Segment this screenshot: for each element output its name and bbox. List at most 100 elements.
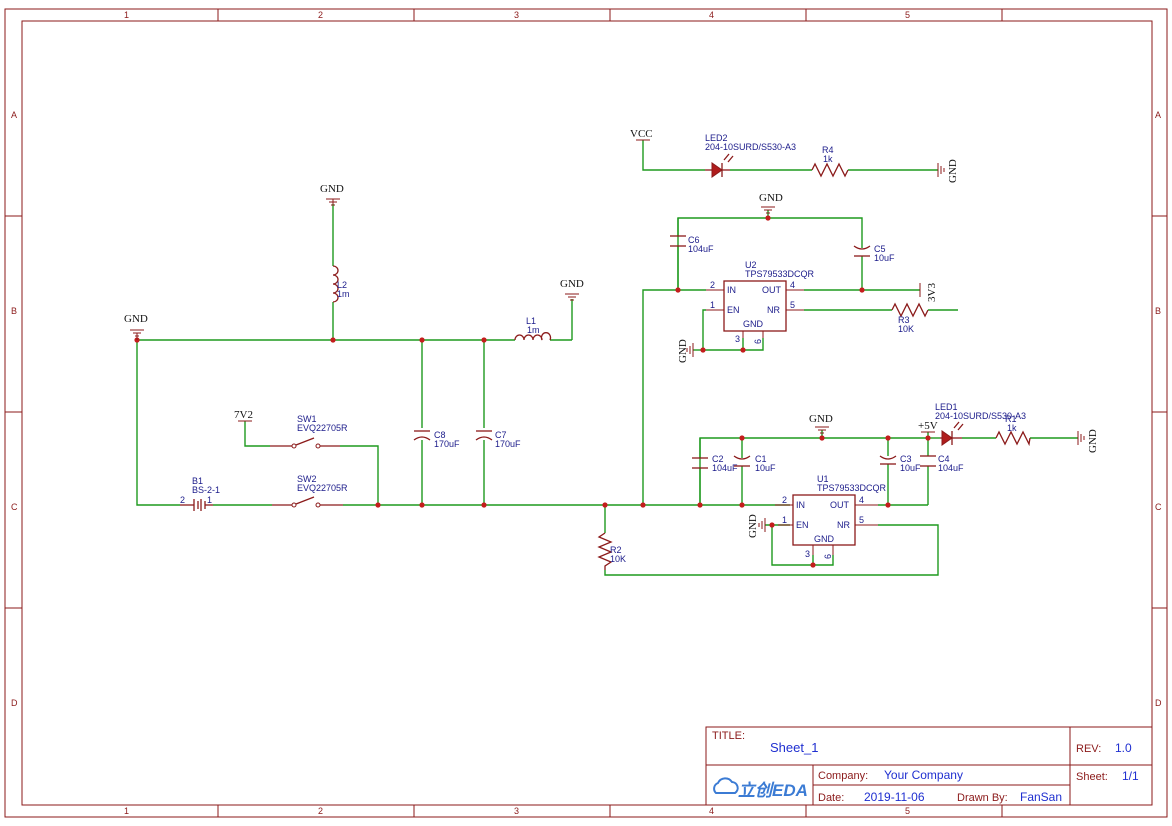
u2-pinnum: 5 [790,300,795,310]
junction [419,502,425,508]
row-label: D [1155,698,1162,708]
junction [602,502,608,508]
led2-ref: LED2 [705,133,728,143]
u2-pin-in: IN [727,285,736,295]
col-label: 5 [905,806,910,816]
sw2-ref: SW2 [297,474,317,484]
v5-symbol: +5V [918,420,938,433]
row-labels-right: A B C D [1155,110,1162,708]
row-label: C [11,502,18,512]
c6-ref: C6 [688,235,700,245]
r3[interactable]: R3 10K [891,302,929,334]
c1-value: 10uF [755,463,776,473]
row-label: A [11,110,17,120]
col-label: 4 [709,806,714,816]
l2[interactable]: L2 1m [332,265,350,303]
l2-ref: L2 [337,280,347,290]
row-label: B [11,306,17,316]
net-label-5v: +5V [918,420,938,432]
row-label: B [1155,306,1161,316]
r4-ref: R4 [822,145,834,155]
junction [330,337,336,343]
net-label-gnd: GND [124,313,148,325]
u1-regulator[interactable]: U1 TPS79533DCQR IN EN OUT NR GND 2 1 4 5… [775,474,887,559]
junction [925,435,931,441]
gnd-symbol-u2-top: GND [759,192,783,214]
company-value: Your Company [884,768,963,782]
u1-pinnum: 5 [859,515,864,525]
u1-pinnum: 2 [782,495,787,505]
net-label-gnd: GND [947,159,959,183]
u2-regulator[interactable]: U2 TPS79533DCQR IN EN OUT NR GND 2 1 4 5… [706,260,815,344]
sheet-value: 1/1 [1122,769,1139,783]
u2-pinnum: 2 [710,280,715,290]
gnd-symbol-left: GND [124,313,148,340]
junction [885,435,891,441]
sw2[interactable]: SW2 EVQ22705R [272,474,348,508]
c1[interactable]: C1 10uF [733,454,776,473]
junction [810,562,816,568]
sw2-value: EVQ22705R [297,483,348,493]
net-label-3v3: 3V3 [926,283,938,302]
title-label: TITLE: [712,730,745,742]
junction [375,502,381,508]
led2-value: 204-10SURD/S530-A3 [705,142,796,152]
u2-pinnum: 1 [710,300,715,310]
junction [481,502,487,508]
led1[interactable]: LED1 204-10SURD/S530-A3 [935,402,1026,446]
r4[interactable]: R4 1k [811,145,849,178]
sheet-frame [4,8,1168,818]
junction [769,522,775,528]
c5[interactable]: C5 10uF [853,244,895,263]
sw1[interactable]: SW1 EVQ22705R [270,414,348,449]
c8[interactable]: C8 170uF [413,430,460,449]
u2-pinnum: 4 [790,280,795,290]
r2[interactable]: R2 10K [597,532,626,570]
junction [765,215,771,221]
u1-pinnum: 1 [782,515,787,525]
b1[interactable]: B1 BS-2-1 2 1 [180,476,220,511]
col-label: 2 [318,10,323,20]
c3[interactable]: C3 10uF [879,454,921,473]
led2[interactable]: LED2 204-10SURD/S530-A3 [705,133,796,178]
c6[interactable]: C6 104uF [670,235,714,254]
c8-value: 170uF [434,439,460,449]
v3v3-symbol: 3V3 [919,283,938,302]
r1-value: 1k [1007,423,1017,433]
gnd-symbol-l1: GND [560,278,584,301]
c2[interactable]: C2 104uF [692,454,738,473]
junction [481,337,487,343]
c4[interactable]: C4 104uF [920,454,964,473]
u2-pinnum: 3 [735,334,740,344]
col-label: 1 [124,806,129,816]
c6-value: 104uF [688,244,714,254]
b1-pin2: 2 [180,495,185,505]
rev-value: 1.0 [1115,741,1132,755]
u2-ref: U2 [745,260,757,270]
sw1-value: EVQ22705R [297,423,348,433]
u2-pin-nr: NR [767,305,780,315]
b1-ref: B1 [192,476,203,486]
c2-value: 104uF [712,463,738,473]
r1-ref: R1 [1005,414,1017,424]
c5-ref: C5 [874,244,886,254]
u1-value: TPS79533DCQR [817,483,887,493]
l1[interactable]: L1 1m [514,316,552,341]
junction [700,347,706,353]
c7-value: 170uF [495,439,521,449]
u2-value: TPS79533DCQR [745,269,815,279]
l1-value: 1m [527,325,540,335]
junction [697,502,703,508]
l2-value: 1m [337,289,350,299]
c4-ref: C4 [938,454,950,464]
v7v2-symbol: 7V2 [234,409,253,422]
title-value: Sheet_1 [770,740,818,755]
c7[interactable]: C7 170uF [475,430,521,449]
l1-ref: L1 [526,316,536,326]
sw1-ref: SW1 [297,414,317,424]
r1[interactable]: R1 1k [995,414,1031,447]
junction [739,502,745,508]
col-label: 4 [709,10,714,20]
b1-pin1: 1 [207,495,212,505]
